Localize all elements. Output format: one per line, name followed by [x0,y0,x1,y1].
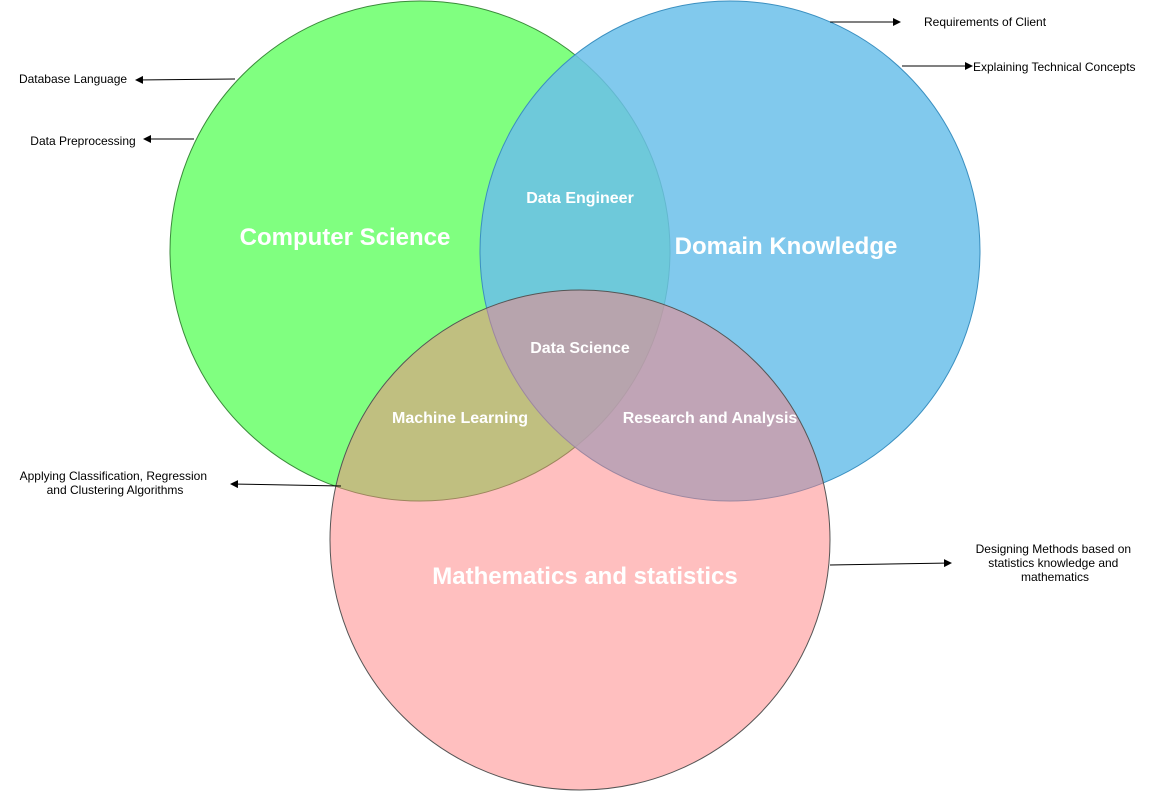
region-label-data-science: Data Science [530,340,630,357]
region-label-research-analysis: Research and Analysis [623,410,798,427]
annotation-designing-methods-line2: statistics knowledge and [988,556,1118,570]
annotation-designing-methods-line1: Designing Methods based on [976,542,1131,556]
annotation-designing-methods-line3: mathematics [1021,570,1089,584]
annotation-requirements-of-client: Requirements of Client [924,15,1047,29]
circle-title-computer-science: Computer Science [240,224,451,251]
arrow-designing-methods [829,559,952,568]
annotation-applying-algorithms-line1: Applying Classification, Regression [20,469,207,483]
circle-mathematics [329,289,831,791]
annotation-applying-algorithms-line2: and Clustering Algorithms [47,483,184,497]
annotation-database-language: Database Language [19,72,127,86]
circle-title-domain-knowledge: Domain Knowledge [675,233,898,260]
region-label-data-engineer: Data Engineer [526,190,634,207]
region-label-machine-learning: Machine Learning [392,410,528,427]
annotation-applying-algorithms: Applying Classification, Regression and … [20,469,211,497]
arrow-database-language [135,75,236,84]
annotation-data-preprocessing: Data Preprocessing [30,134,135,148]
annotation-designing-methods: Designing Methods based on statistics kn… [976,542,1135,584]
circle-title-mathematics: Mathematics and statistics [432,563,737,590]
arrow-applying-algorithms [230,480,342,489]
annotation-explaining-technical-concepts: Explaining Technical Concepts [973,60,1136,74]
